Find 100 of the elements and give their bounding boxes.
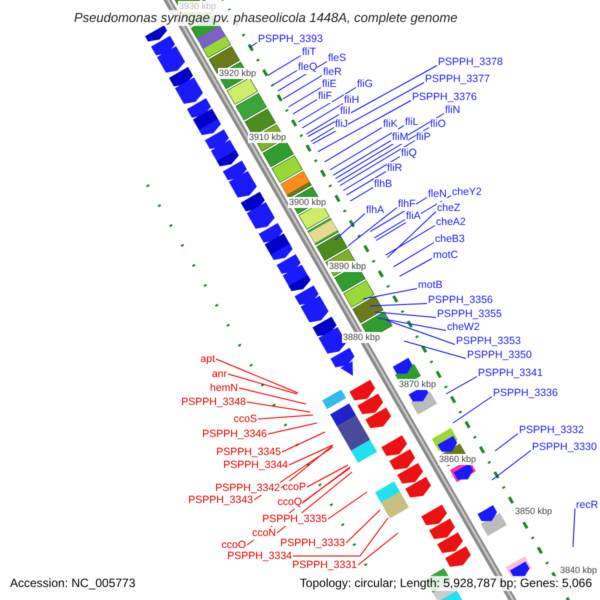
leader-line	[288, 444, 334, 466]
gene-label: PSPPH_3356	[428, 294, 493, 306]
gene-label: fleN	[428, 188, 447, 200]
gene-label: fleQ	[298, 60, 318, 74]
leader-line	[348, 207, 398, 246]
gene-label: recR	[576, 498, 598, 512]
gene-label: fliQ	[401, 146, 417, 160]
leader-line	[228, 374, 298, 394]
gene-label: PSPPH_3348	[181, 396, 246, 408]
gene-label: hemN	[210, 382, 238, 394]
gene-label: fliK	[383, 118, 398, 130]
leader-line	[267, 55, 302, 76]
scale-label: 3860 kbp	[438, 454, 478, 465]
leader-line	[374, 312, 436, 318]
gene-label: fliI	[340, 104, 350, 118]
gene-label: PSPPH_3343	[188, 494, 253, 506]
leader-line	[216, 358, 298, 394]
leader-line	[328, 492, 368, 520]
gene-label: PSPPH_3378	[438, 56, 503, 68]
leader-line	[238, 388, 306, 404]
leader-line	[310, 127, 334, 142]
leader-line	[329, 125, 404, 170]
leader-line	[386, 211, 436, 258]
gene-label: motC	[433, 248, 458, 262]
gene-label: fleS	[328, 52, 346, 64]
leader-line	[494, 433, 518, 452]
gene-label: PSPPH_3334	[227, 550, 292, 562]
leader-line	[376, 195, 452, 241]
gene-label: PSPPH_3330	[532, 440, 597, 454]
scale-label: 3910 kbp	[248, 132, 288, 143]
leader-line	[268, 422, 318, 434]
leader-line	[370, 197, 428, 232]
title: Pseudomonas syringae pv. phaseolicola 1448A, complete genome	[74, 10, 458, 26]
gene-label: PSPPH_3377	[425, 72, 490, 86]
scale-label: 3840 kbp	[559, 565, 598, 576]
gene-label: flhF	[398, 198, 416, 210]
genome-info-text: Topology: circular; Length: 5,928,787 bp; Genes: 5,066	[300, 576, 592, 591]
gene-label: PSPPH_3350	[467, 348, 532, 362]
leader-line	[392, 242, 434, 268]
gene-label: PSPPH_3344	[223, 458, 288, 472]
leader-line	[446, 376, 478, 394]
scale-label: 3900 kbp	[288, 197, 328, 208]
scale-label: 3870 kbp	[398, 379, 438, 390]
leader-line	[346, 171, 386, 196]
gene-label: PSPPH_3346	[202, 428, 267, 440]
leader-line	[492, 450, 532, 480]
scale-label: 3850 kbp	[514, 506, 554, 517]
gene-label: PSPPH_3393	[258, 32, 323, 46]
leader-line	[335, 113, 444, 180]
gene-label: cheW2	[447, 320, 480, 334]
leader-line	[292, 518, 388, 556]
leader-line	[282, 432, 326, 452]
gene-label: PSPPH_3376	[412, 90, 477, 104]
gene-label: fliM	[392, 130, 408, 144]
gene-label: fliF	[318, 90, 332, 102]
gene-label: fliA	[406, 210, 421, 222]
gene-label: fliG	[357, 78, 373, 90]
gene-label: ccoS	[234, 412, 257, 426]
gene-label: ccoO	[221, 538, 246, 552]
gene-label: PSPPH_3335	[262, 512, 327, 526]
gene-label: PSPPH_3341	[478, 366, 543, 380]
leader-line	[346, 510, 380, 544]
gene-label: PSPPH_3331	[292, 558, 357, 572]
leader-line	[273, 70, 298, 85]
gene-label: cheA2	[436, 216, 466, 228]
scale-label: 3880 kbp	[342, 332, 382, 343]
leader-line	[298, 87, 356, 122]
leader-line	[399, 258, 432, 277]
leader-line	[342, 156, 400, 191]
leader-line	[386, 320, 456, 345]
leader-line	[317, 100, 412, 152]
scale-label: 3930 kbp	[178, 1, 218, 12]
leader-line	[302, 468, 350, 502]
gene-label: PSPPH_3332	[519, 424, 584, 436]
leader-line	[572, 508, 576, 548]
leader-line	[452, 396, 492, 424]
gene-label: PSPPH_3345	[216, 446, 281, 458]
genome-info-text: Accession: NC_005773	[10, 576, 136, 591]
leader-line	[385, 225, 436, 256]
leader-line	[306, 114, 340, 135]
leader-line	[370, 303, 428, 306]
gene-label: PSPPH_3353	[456, 334, 521, 348]
leader-line	[340, 140, 416, 186]
leader-line	[334, 213, 366, 240]
scale-label: 3890 kbp	[328, 261, 368, 272]
gene-label: fliO	[430, 118, 446, 130]
gene-label: PSPPH_3342	[215, 482, 280, 494]
gene-label: ccoP	[282, 480, 306, 494]
gene-label: ccoN	[252, 526, 276, 540]
leader-line	[378, 318, 446, 331]
leader-line	[312, 82, 424, 144]
leader-line	[332, 140, 392, 176]
leader-line	[362, 288, 418, 300]
leader-line	[302, 103, 344, 128]
gene-label: cheB3	[435, 232, 465, 246]
leader-line	[292, 99, 318, 114]
gene-label: fliJ	[335, 118, 348, 130]
leader-line	[282, 75, 322, 100]
leader-line	[337, 127, 430, 183]
scale-label: 3920 kbp	[218, 68, 258, 79]
